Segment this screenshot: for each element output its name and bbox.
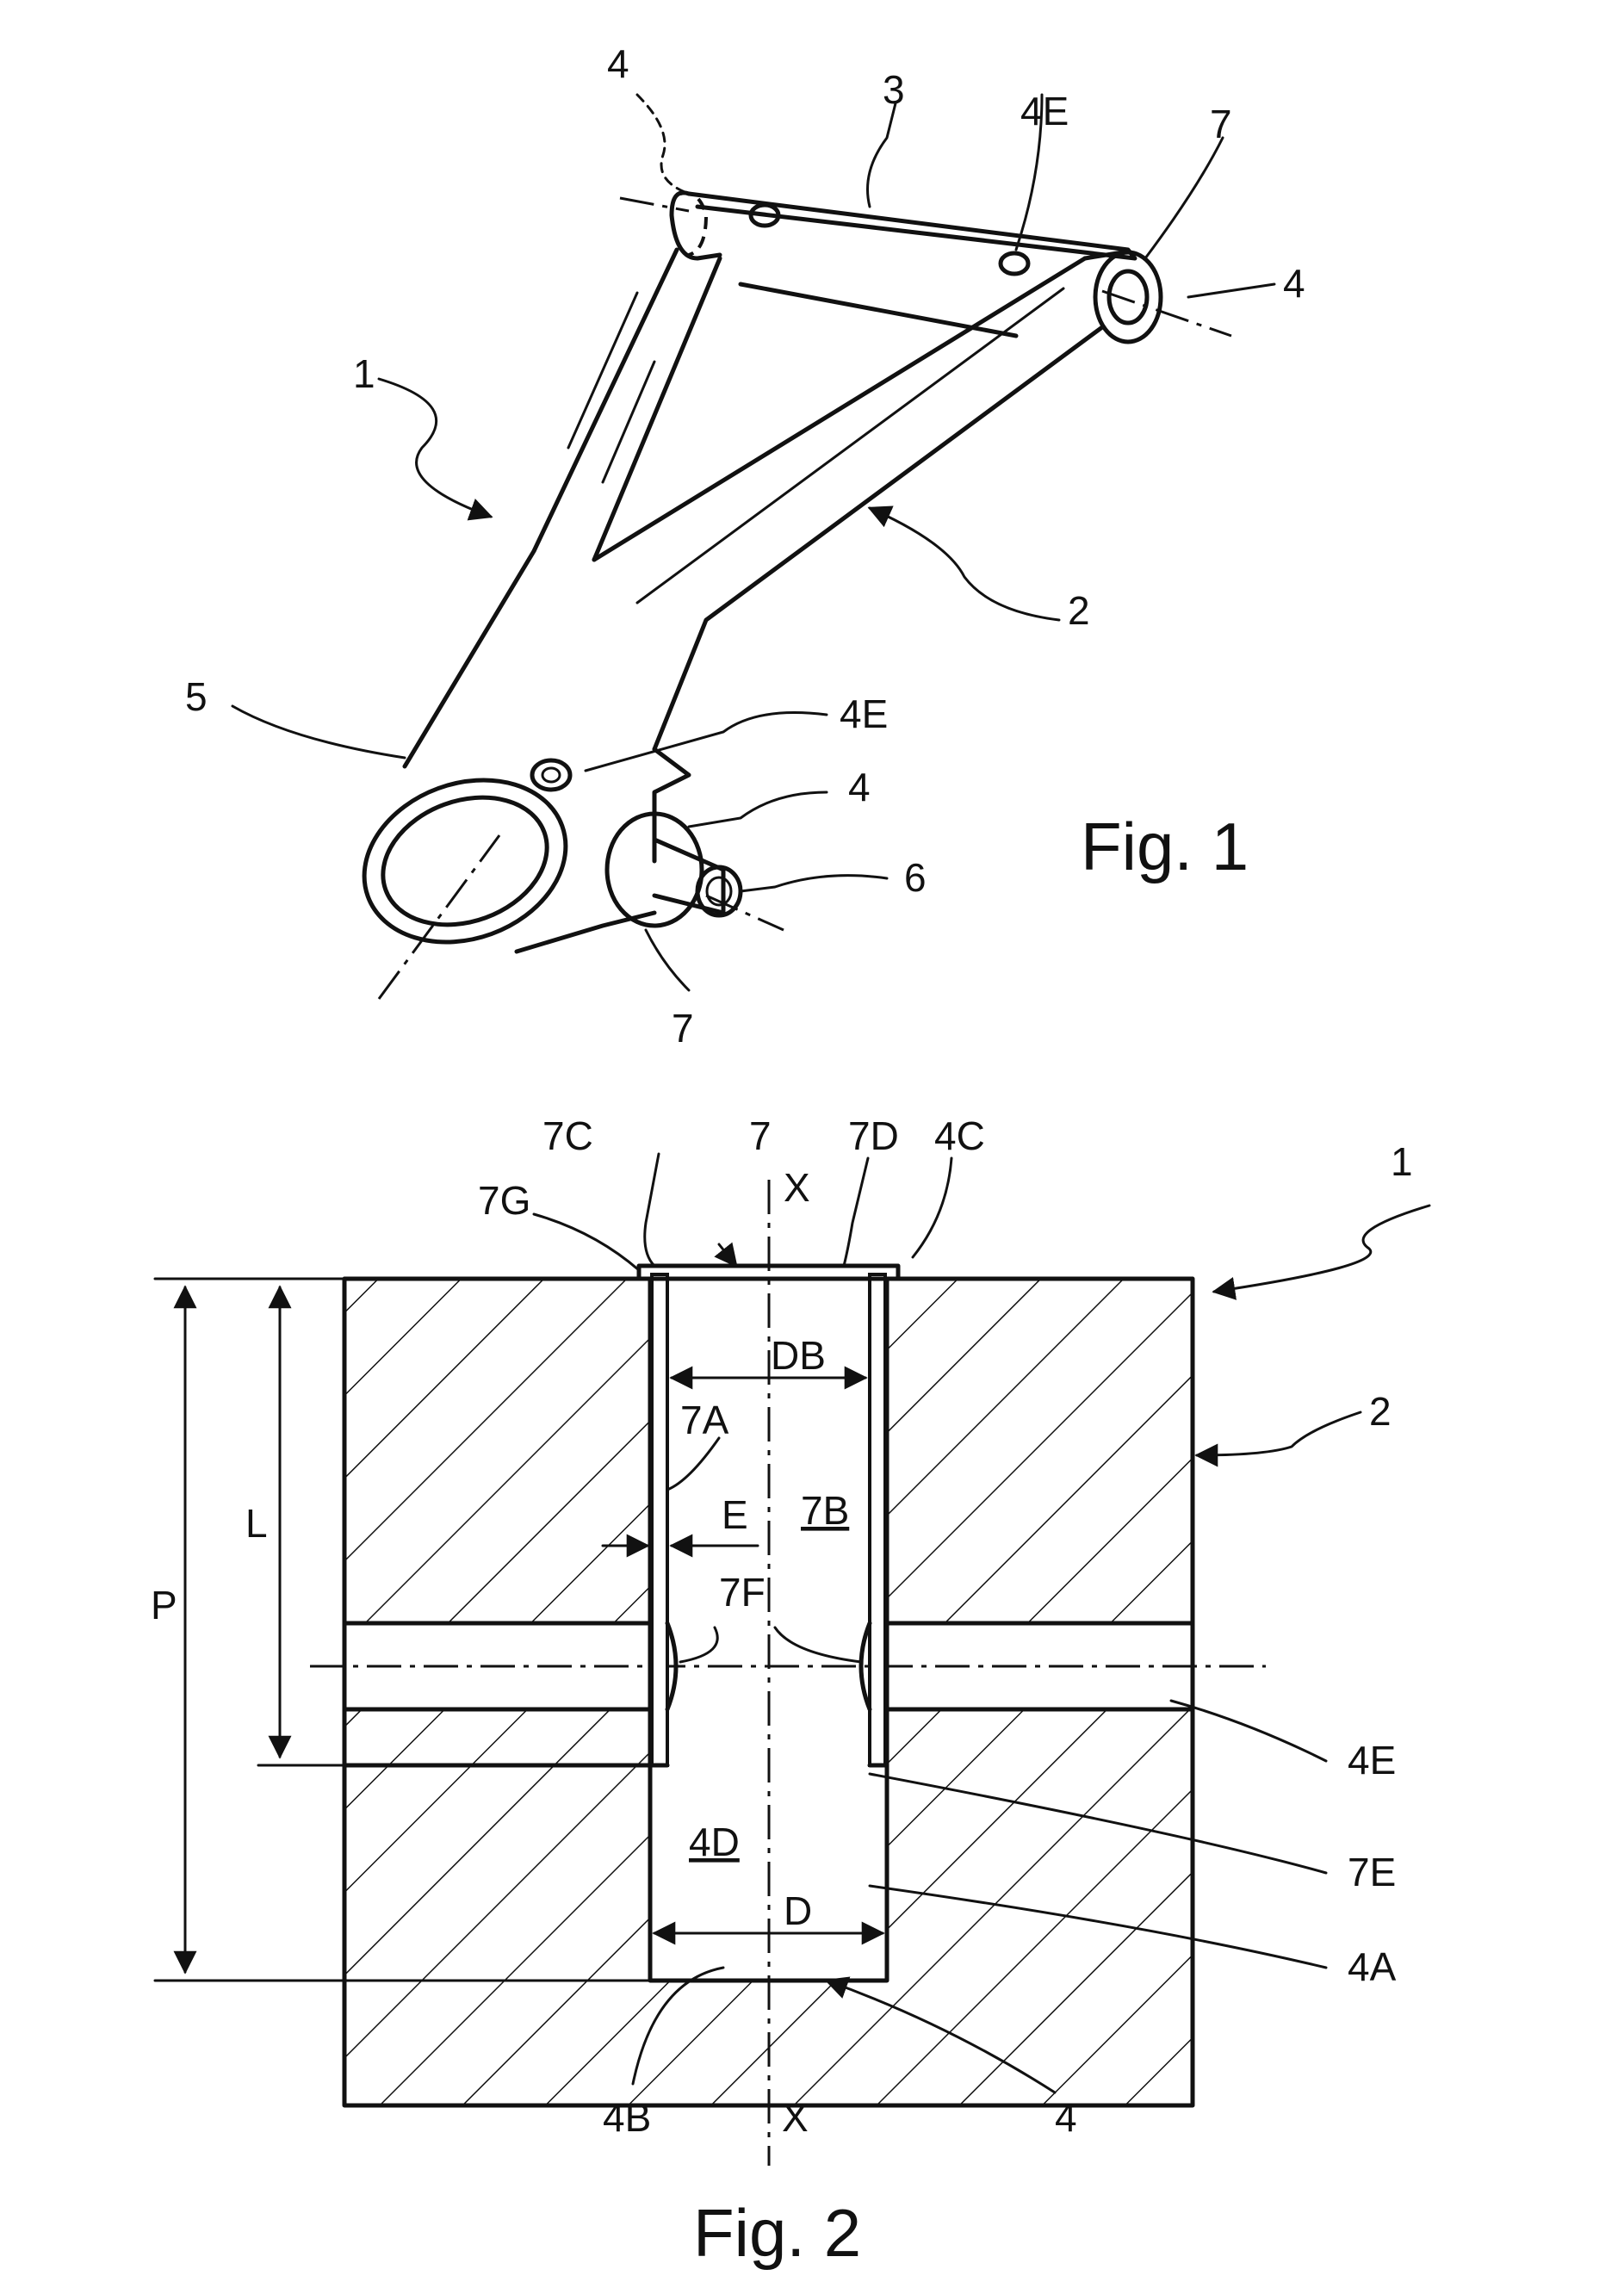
dim-e: E bbox=[722, 1492, 748, 1537]
ref-6: 6 bbox=[904, 855, 927, 900]
ref-4e-mid: 4E bbox=[840, 691, 888, 736]
ref-1: 1 bbox=[353, 351, 375, 396]
ref-3: 3 bbox=[883, 67, 905, 112]
dim-db: DB bbox=[771, 1333, 826, 1378]
ref-4e-top: 4E bbox=[1020, 89, 1069, 133]
axis-x-top: X bbox=[784, 1165, 810, 1210]
ref-4: 4 bbox=[1055, 2095, 1077, 2140]
ref-4-bottom: 4 bbox=[848, 765, 871, 809]
ref-5: 5 bbox=[185, 674, 208, 719]
fig2-caption: Fig. 2 bbox=[693, 2195, 861, 2271]
dim-p: P bbox=[151, 1583, 177, 1628]
dim-d: D bbox=[784, 1888, 812, 1933]
ref-4e: 4E bbox=[1348, 1738, 1396, 1782]
ref-7b: 7B bbox=[801, 1488, 849, 1533]
ref-7d: 7D bbox=[848, 1113, 899, 1158]
ref-1: 1 bbox=[1391, 1139, 1413, 1184]
ref-4c: 4C bbox=[934, 1113, 985, 1158]
ref-7-top: 7 bbox=[1210, 102, 1232, 146]
ref-4b: 4B bbox=[603, 2095, 651, 2140]
ref-4a: 4A bbox=[1348, 1944, 1397, 1989]
ref-4d: 4D bbox=[689, 1820, 740, 1864]
ref-7c: 7C bbox=[542, 1113, 593, 1158]
ref-7e: 7E bbox=[1348, 1850, 1396, 1894]
ref-7: 7 bbox=[749, 1113, 772, 1158]
dim-l: L bbox=[245, 1501, 268, 1546]
fig1-caption: Fig. 1 bbox=[1081, 809, 1249, 884]
ref-7f: 7F bbox=[719, 1570, 766, 1615]
fig1-labels: 1 2 3 4 4E 7 4 5 4E 4 6 7 Fig. 1 bbox=[185, 41, 1305, 1051]
ref-4-top-left: 4 bbox=[607, 41, 629, 86]
ref-2: 2 bbox=[1068, 588, 1090, 633]
ref-4-right: 4 bbox=[1283, 261, 1305, 306]
ref-2: 2 bbox=[1369, 1389, 1392, 1434]
fig2-drawing bbox=[155, 1154, 1429, 2166]
ref-7g: 7G bbox=[478, 1178, 530, 1223]
ref-7-bottom: 7 bbox=[672, 1006, 694, 1051]
ref-7a: 7A bbox=[680, 1398, 729, 1442]
axis-x-bottom: X bbox=[782, 2095, 809, 2140]
